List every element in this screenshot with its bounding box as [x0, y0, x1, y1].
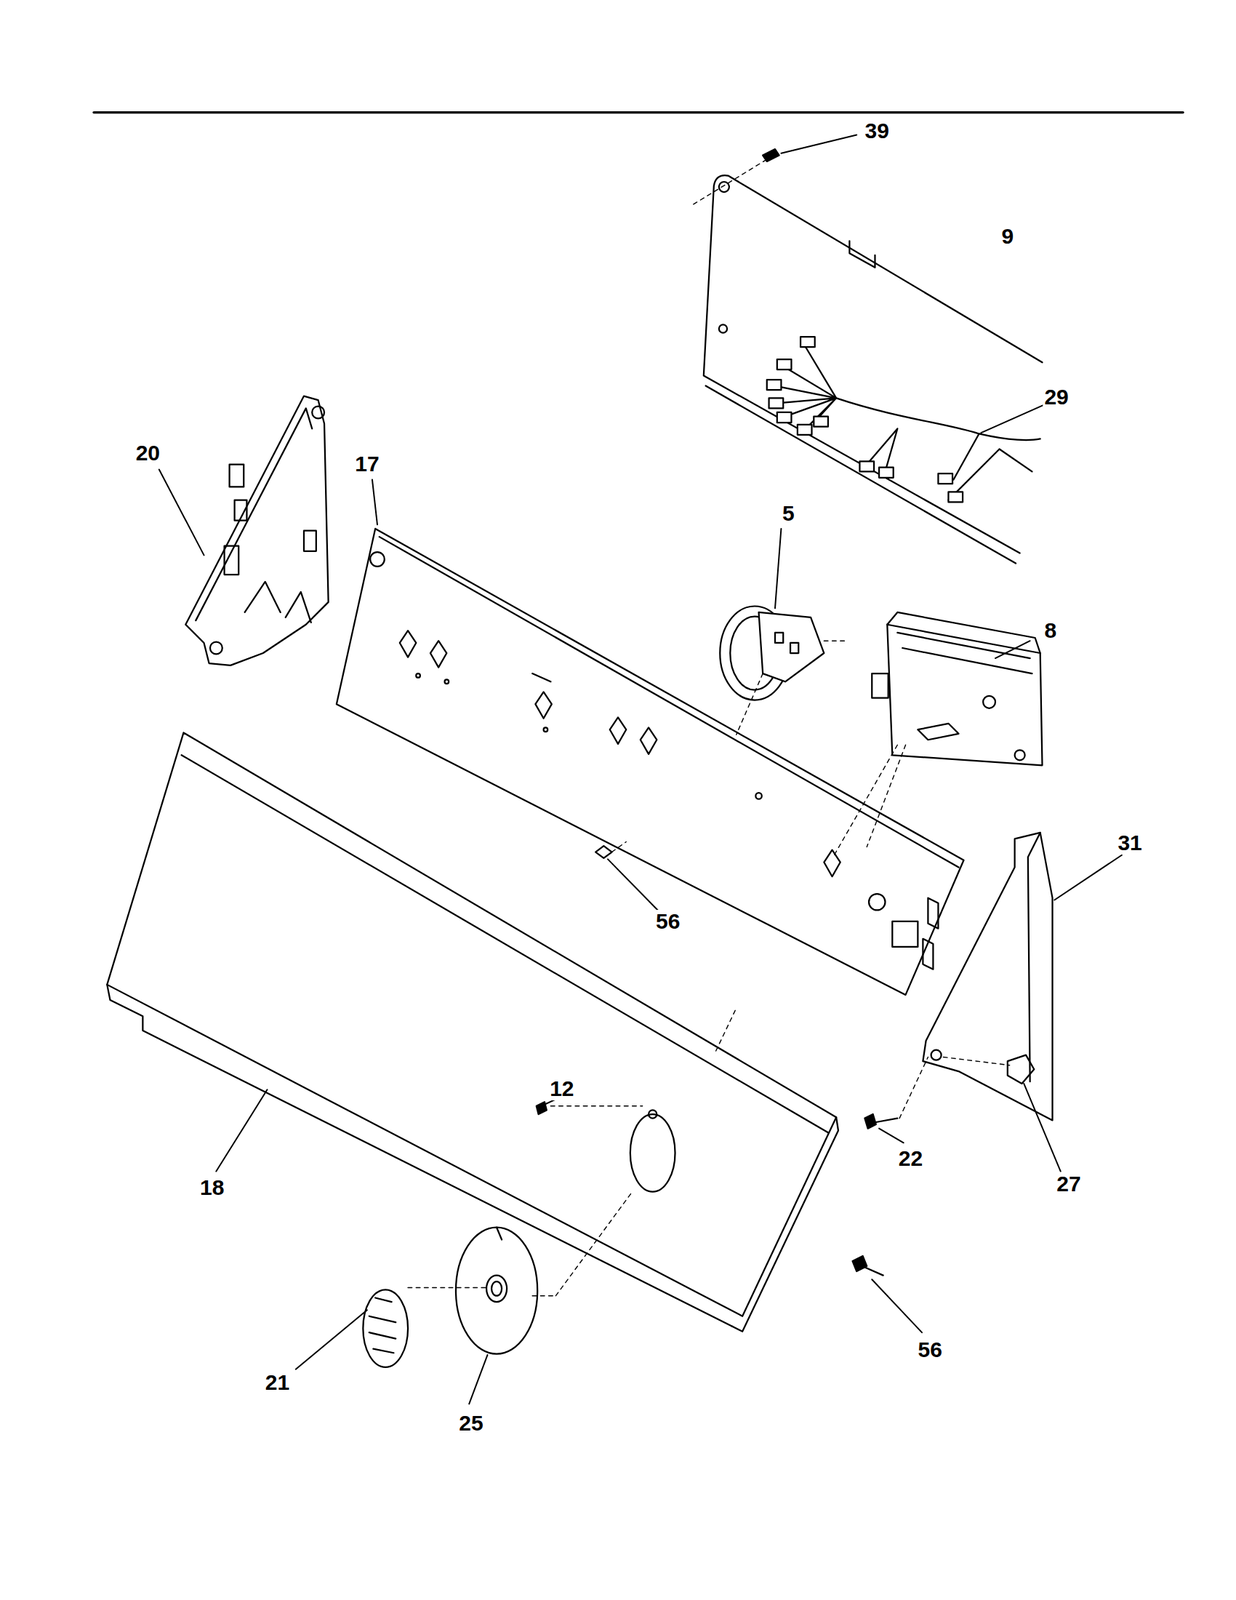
callout-number: 12	[548, 1076, 576, 1101]
knob-and-dial	[295, 1097, 676, 1404]
callout-number: 18	[198, 1175, 226, 1199]
callout-number: 56	[654, 909, 682, 933]
timer	[833, 612, 1042, 856]
callout-number: 27	[1054, 1172, 1082, 1196]
callout-number: 25	[457, 1411, 485, 1435]
callout-number: 5	[780, 501, 797, 525]
callout-number: 31	[1116, 831, 1143, 855]
callout-number: 22	[897, 1146, 925, 1170]
callout-number: 29	[1042, 385, 1070, 409]
callout-number: 9	[999, 224, 1015, 248]
pressure-switch	[719, 528, 847, 735]
front-console	[106, 732, 839, 1331]
callout-number: 56	[916, 1337, 944, 1362]
back-panel	[693, 134, 1043, 563]
header-rule	[93, 111, 1183, 114]
callout-number: 39	[863, 119, 891, 143]
wire-harness	[767, 336, 1046, 502]
left-end-bracket	[159, 396, 329, 666]
right-end-cover	[922, 832, 1122, 1121]
callout-number: 8	[1042, 618, 1058, 642]
callout-number: 20	[134, 441, 162, 465]
callout-number: 17	[353, 452, 381, 476]
callout-number: 21	[263, 1370, 291, 1394]
